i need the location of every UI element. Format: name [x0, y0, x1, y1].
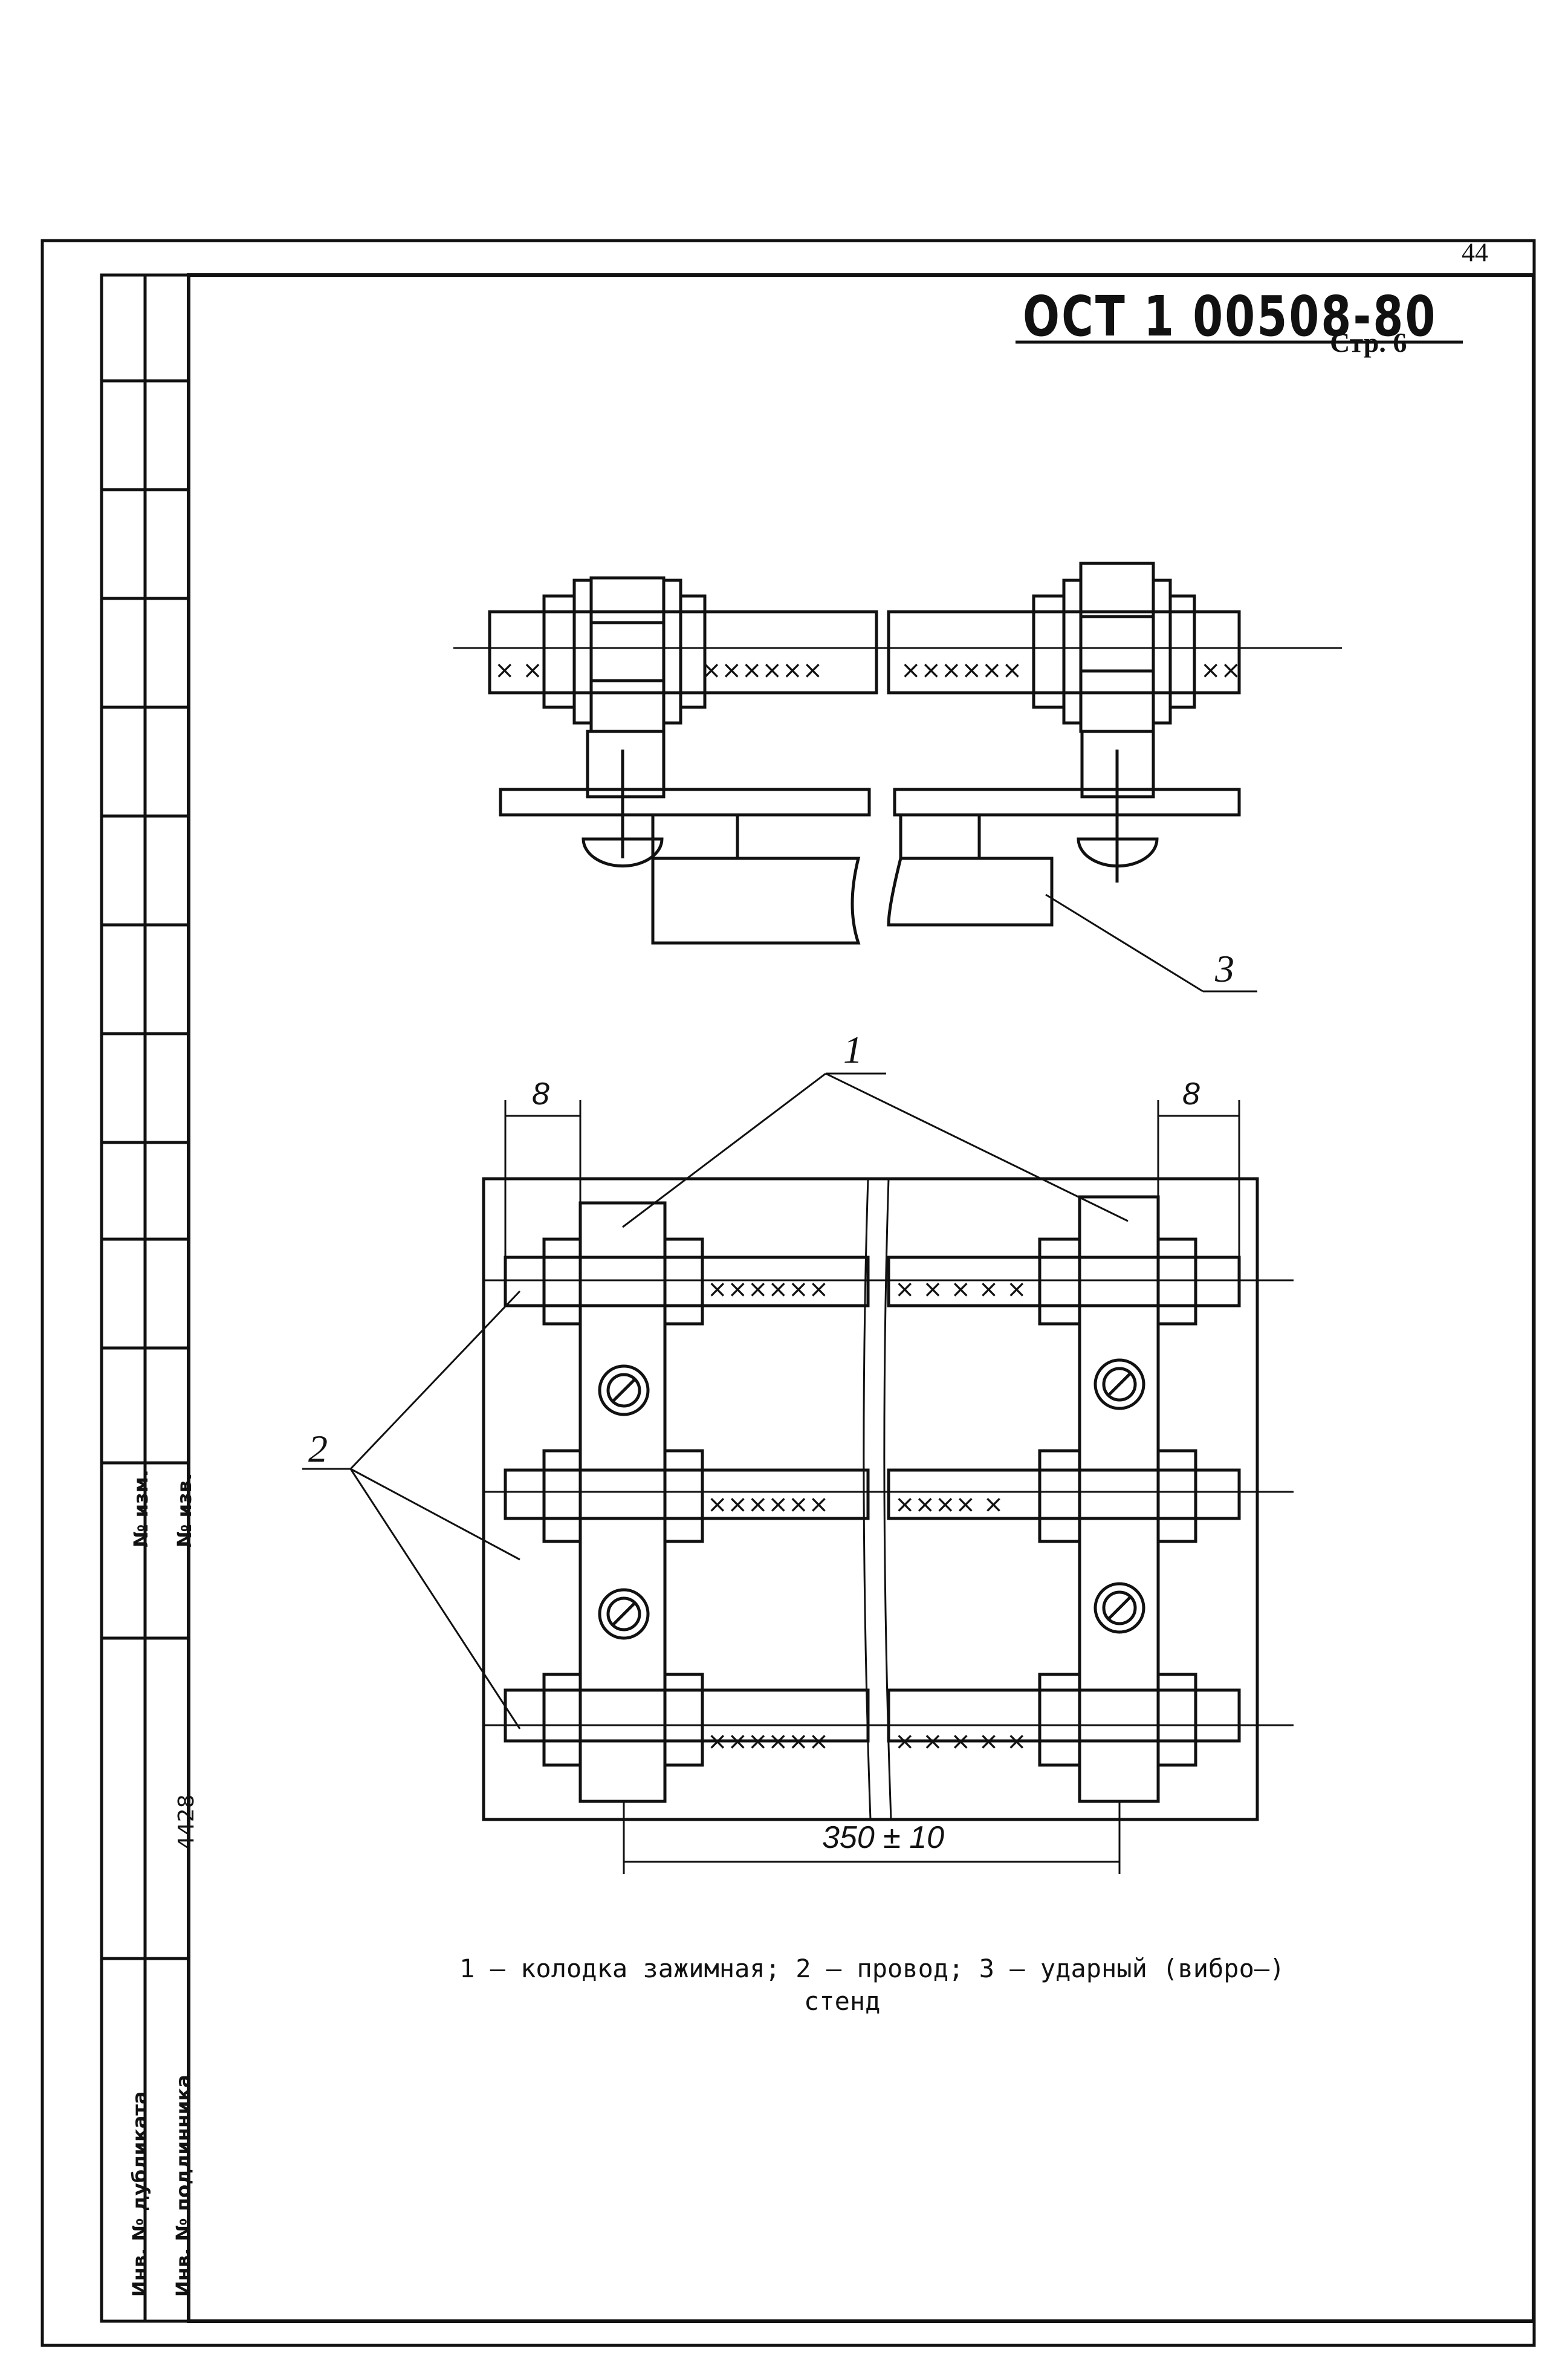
wire-marking-row: ×××××× [707, 1728, 829, 1755]
page-label: Стр. 6 [1330, 327, 1407, 358]
wire-marking-row: ×××××× [701, 656, 823, 684]
figure-caption-line1: 1 – колодка зажимная; 2 – провод; 3 – уд… [459, 1954, 1285, 1983]
document-code: ОСТ 1 00508-80 [1023, 284, 1437, 349]
wire-marking-row: ×××××× [707, 1491, 829, 1518]
stamp-change-number: № изм. [129, 1469, 152, 1547]
stamp-original-inventory: Инв. № подлинника [172, 2075, 195, 2297]
wire-marking-row: × × × × × [895, 1275, 1027, 1303]
dimension-span: 350 ± 10 [822, 1820, 945, 1855]
wire-marking-row: ×× [1200, 656, 1242, 684]
callout-clamp: 1 [843, 1028, 863, 1071]
wire-marking-row: × × × × × [895, 1728, 1027, 1755]
stamp-duplicate-inventory: Инв. № дубликата [128, 2091, 151, 2297]
stamp-notice-number: № изв. [173, 1473, 196, 1547]
side-view [453, 562, 1342, 993]
wire-marking-row: ×××××× [901, 656, 1023, 684]
dimension-left-offset: 8 [532, 1077, 549, 1112]
callout-stand: 3 [1215, 947, 1234, 990]
wire-marking-row: × × [494, 656, 543, 684]
figure-caption-line2: стенд [804, 1986, 881, 2016]
plan-view [302, 1072, 1294, 1874]
wire-marking-row: ×××××× [707, 1275, 829, 1303]
callout-wire: 2 [308, 1427, 328, 1470]
wire-marking-row: ×××× × [895, 1491, 1004, 1518]
side-stamp-grid [100, 273, 190, 2323]
page-number: 44 [1462, 238, 1488, 267]
stamp-inventory-value: 4428 [174, 1794, 199, 1850]
dimension-right-offset: 8 [1182, 1077, 1200, 1112]
